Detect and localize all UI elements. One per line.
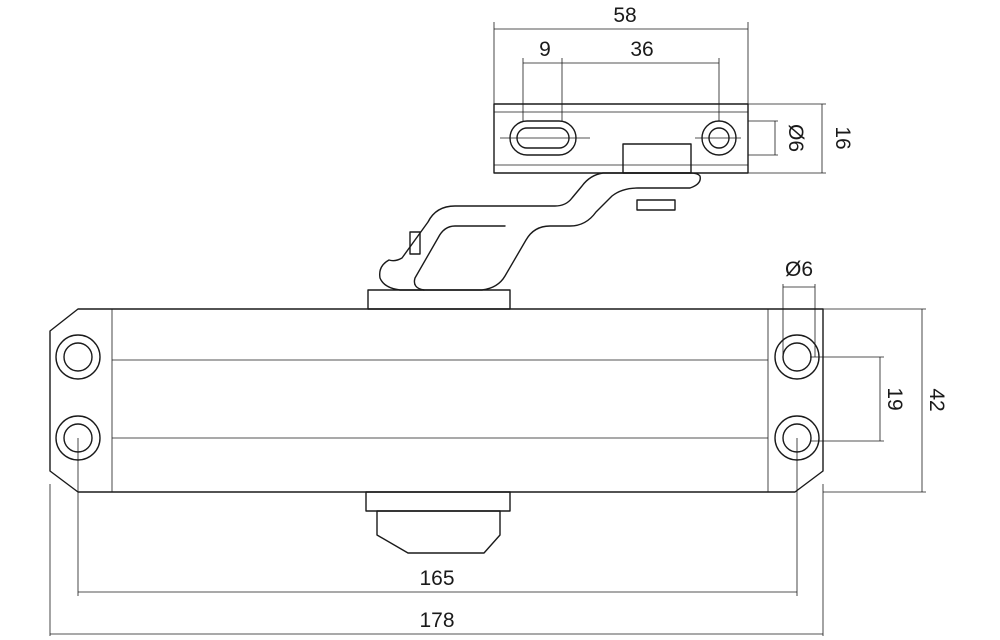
dim-plate-width: 58 xyxy=(613,4,636,27)
dim-hole-spacing: 36 xyxy=(630,38,653,61)
dim-body-hole-dia: Ø6 xyxy=(785,258,813,281)
dim-slot-offset: 9 xyxy=(539,38,551,61)
mounting-plate xyxy=(493,103,749,174)
dimension-lines xyxy=(49,22,926,636)
closer-body xyxy=(49,289,824,554)
body-hole-top-left xyxy=(55,334,101,380)
dim-body-height: 42 xyxy=(925,388,948,411)
dim-plate-height: 16 xyxy=(831,126,854,149)
dim-body-hole-spacing: 19 xyxy=(883,387,906,410)
dim-overall-length: 178 xyxy=(419,609,454,632)
dim-plate-hole-dia: Ø6 xyxy=(784,124,807,152)
dim-mount-hole-spacing: 165 xyxy=(419,567,454,590)
closer-arm xyxy=(379,172,701,291)
